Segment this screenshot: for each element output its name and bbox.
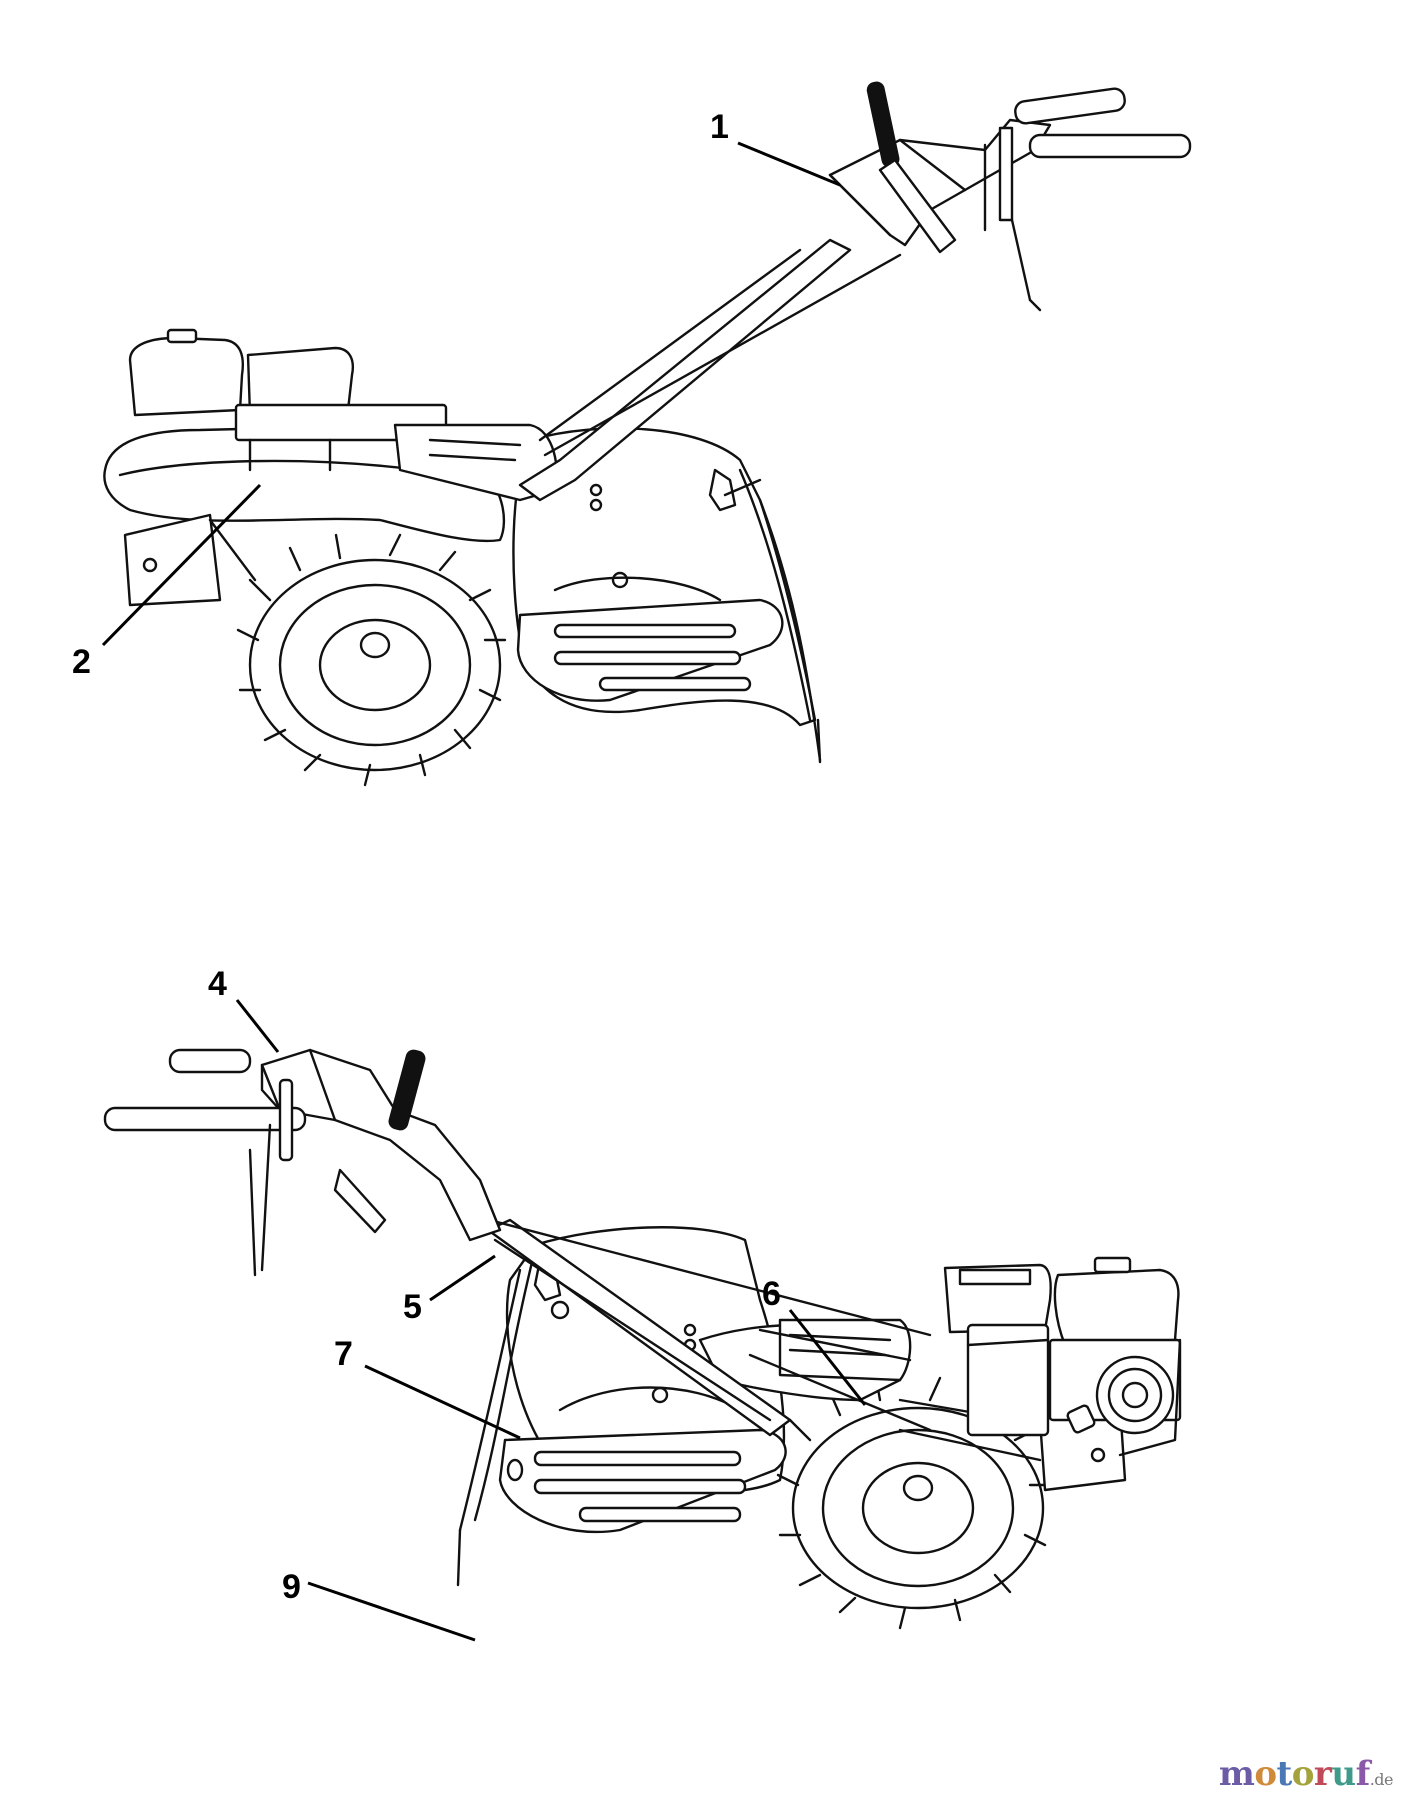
engine-fuel-tank-lower [1053,1268,1180,1347]
leader-9 [307,1581,476,1642]
wheel [248,558,502,772]
wheel-lower [791,1406,1045,1610]
engine-air-cleaner [246,346,354,417]
handlebar-head-lower [260,1048,502,1242]
callout-5: 5 [403,1288,422,1326]
motoruf-watermark-logo: motoruf.de [1218,1754,1394,1794]
callout-4: 4 [208,965,227,1003]
lower-tiller-illustration [103,1048,1182,1630]
shift-lever-grip-lower [388,1049,426,1131]
callout-6: 6 [762,1275,781,1313]
leader-1 [737,141,841,187]
handlebar-main [518,238,852,502]
leader-5 [429,1254,496,1302]
engine-fuel-tank [128,336,244,417]
leader-6 [788,1309,867,1406]
callout-9: 9 [282,1568,301,1606]
leader-7 [364,1364,521,1440]
callout-7: 7 [334,1335,353,1373]
callout-2: 2 [72,643,91,681]
upper-tiller-illustration [103,81,1192,787]
leader-2 [101,483,262,647]
leader-4 [235,999,280,1053]
callout-1: 1 [710,108,729,146]
